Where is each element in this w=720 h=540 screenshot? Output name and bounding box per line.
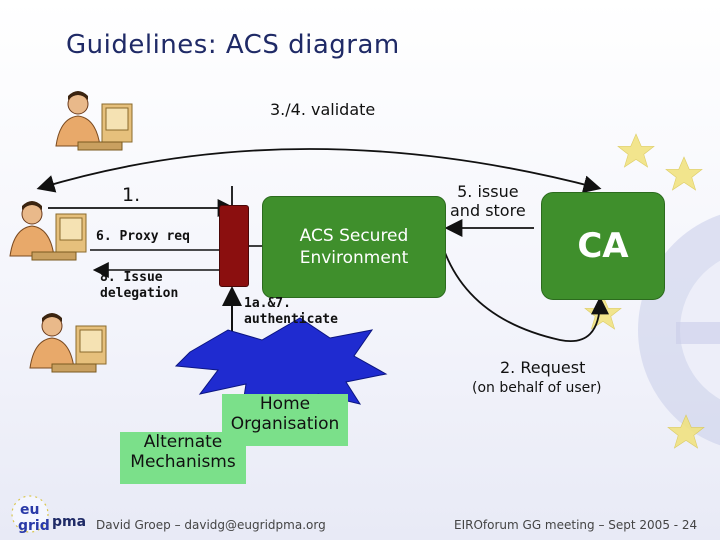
logo-eu-text: eu: [20, 502, 39, 518]
footer-event: EIROforum GG meeting – Sept 2005 - 24: [454, 518, 698, 532]
home-burst: [174, 317, 388, 415]
ca-box: CA: [541, 192, 665, 300]
page-title: Guidelines: ACS diagram: [66, 30, 400, 60]
validate-label: 3./4. validate: [270, 100, 376, 119]
user-at-computer-icon: [55, 91, 133, 151]
on-behalf-label: (on behalf of user): [472, 380, 602, 396]
request-label: 2. Request: [500, 358, 586, 377]
proxy-req-label: 6. Proxy req: [96, 229, 190, 244]
eugridpma-logo: eu grid pma: [11, 495, 86, 534]
user-at-computer-icon: [29, 313, 107, 373]
issue-store-label: 5. issue and store: [450, 182, 526, 221]
acs-gateway: [219, 205, 249, 287]
alternate-mechanisms-label: Alternate Mechanisms: [120, 432, 246, 484]
logo-grid-text: grid: [18, 518, 50, 534]
acs-secured-environment: ACS Secured Environment: [262, 196, 446, 298]
validate-arrow: [36, 148, 602, 194]
footer-author: David Groep – davidg@eugridpma.org: [96, 518, 326, 532]
authenticate-label: 1a.&7. authenticate: [244, 296, 338, 328]
user-at-computer-icon: [9, 201, 87, 261]
logo-pma-text: pma: [52, 514, 86, 530]
step1-label: 1.: [122, 184, 141, 206]
request-arrow: [443, 249, 609, 342]
issue-delegation-label: 8. Issue delegation: [100, 270, 179, 302]
